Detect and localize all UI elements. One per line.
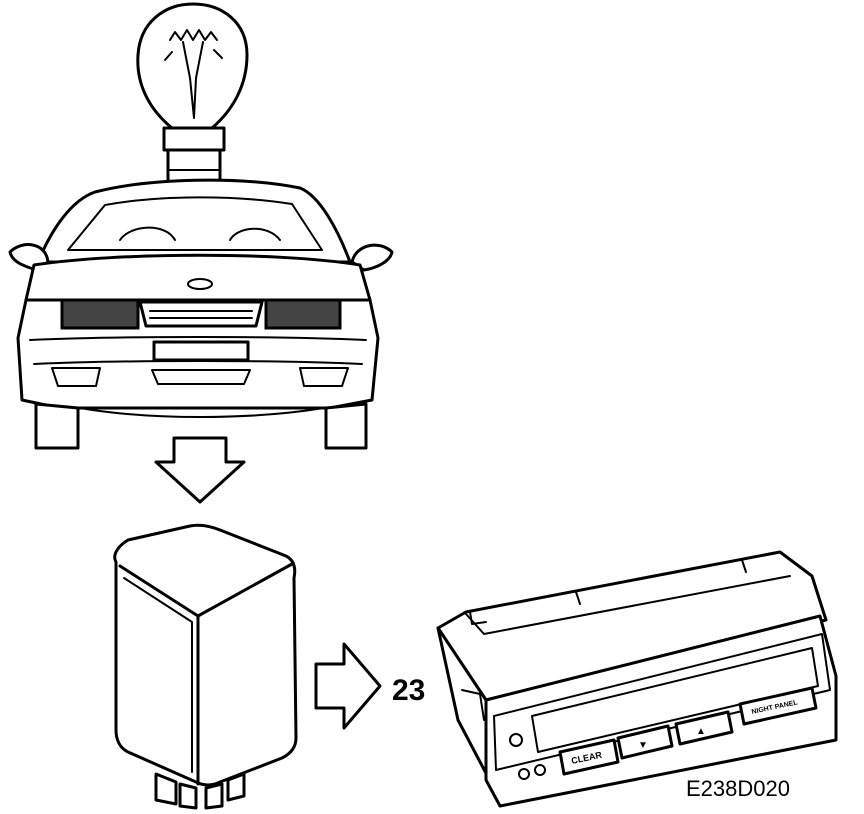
clear-button: CLEAR <box>558 738 620 776</box>
small-button-left <box>518 768 530 780</box>
small-button-right <box>534 764 546 776</box>
down-arrow-icon <box>154 436 246 504</box>
figure-code: E238D020 <box>686 776 790 801</box>
info-display-panel <box>436 550 838 808</box>
bulb-icon <box>136 2 249 202</box>
step-number-label: 23 <box>392 674 425 707</box>
night-panel-button: NIGHT PANEL <box>738 686 818 726</box>
right-arrow-icon <box>314 642 382 730</box>
up-button-label: ▲ <box>696 726 706 737</box>
relay-illustration <box>113 523 298 810</box>
down-button-label: ▼ <box>638 740 648 751</box>
display-knob <box>509 733 523 747</box>
car-front-illustration <box>8 178 394 450</box>
down-button: ▼ <box>616 724 674 760</box>
up-button: ▲ <box>674 710 734 746</box>
